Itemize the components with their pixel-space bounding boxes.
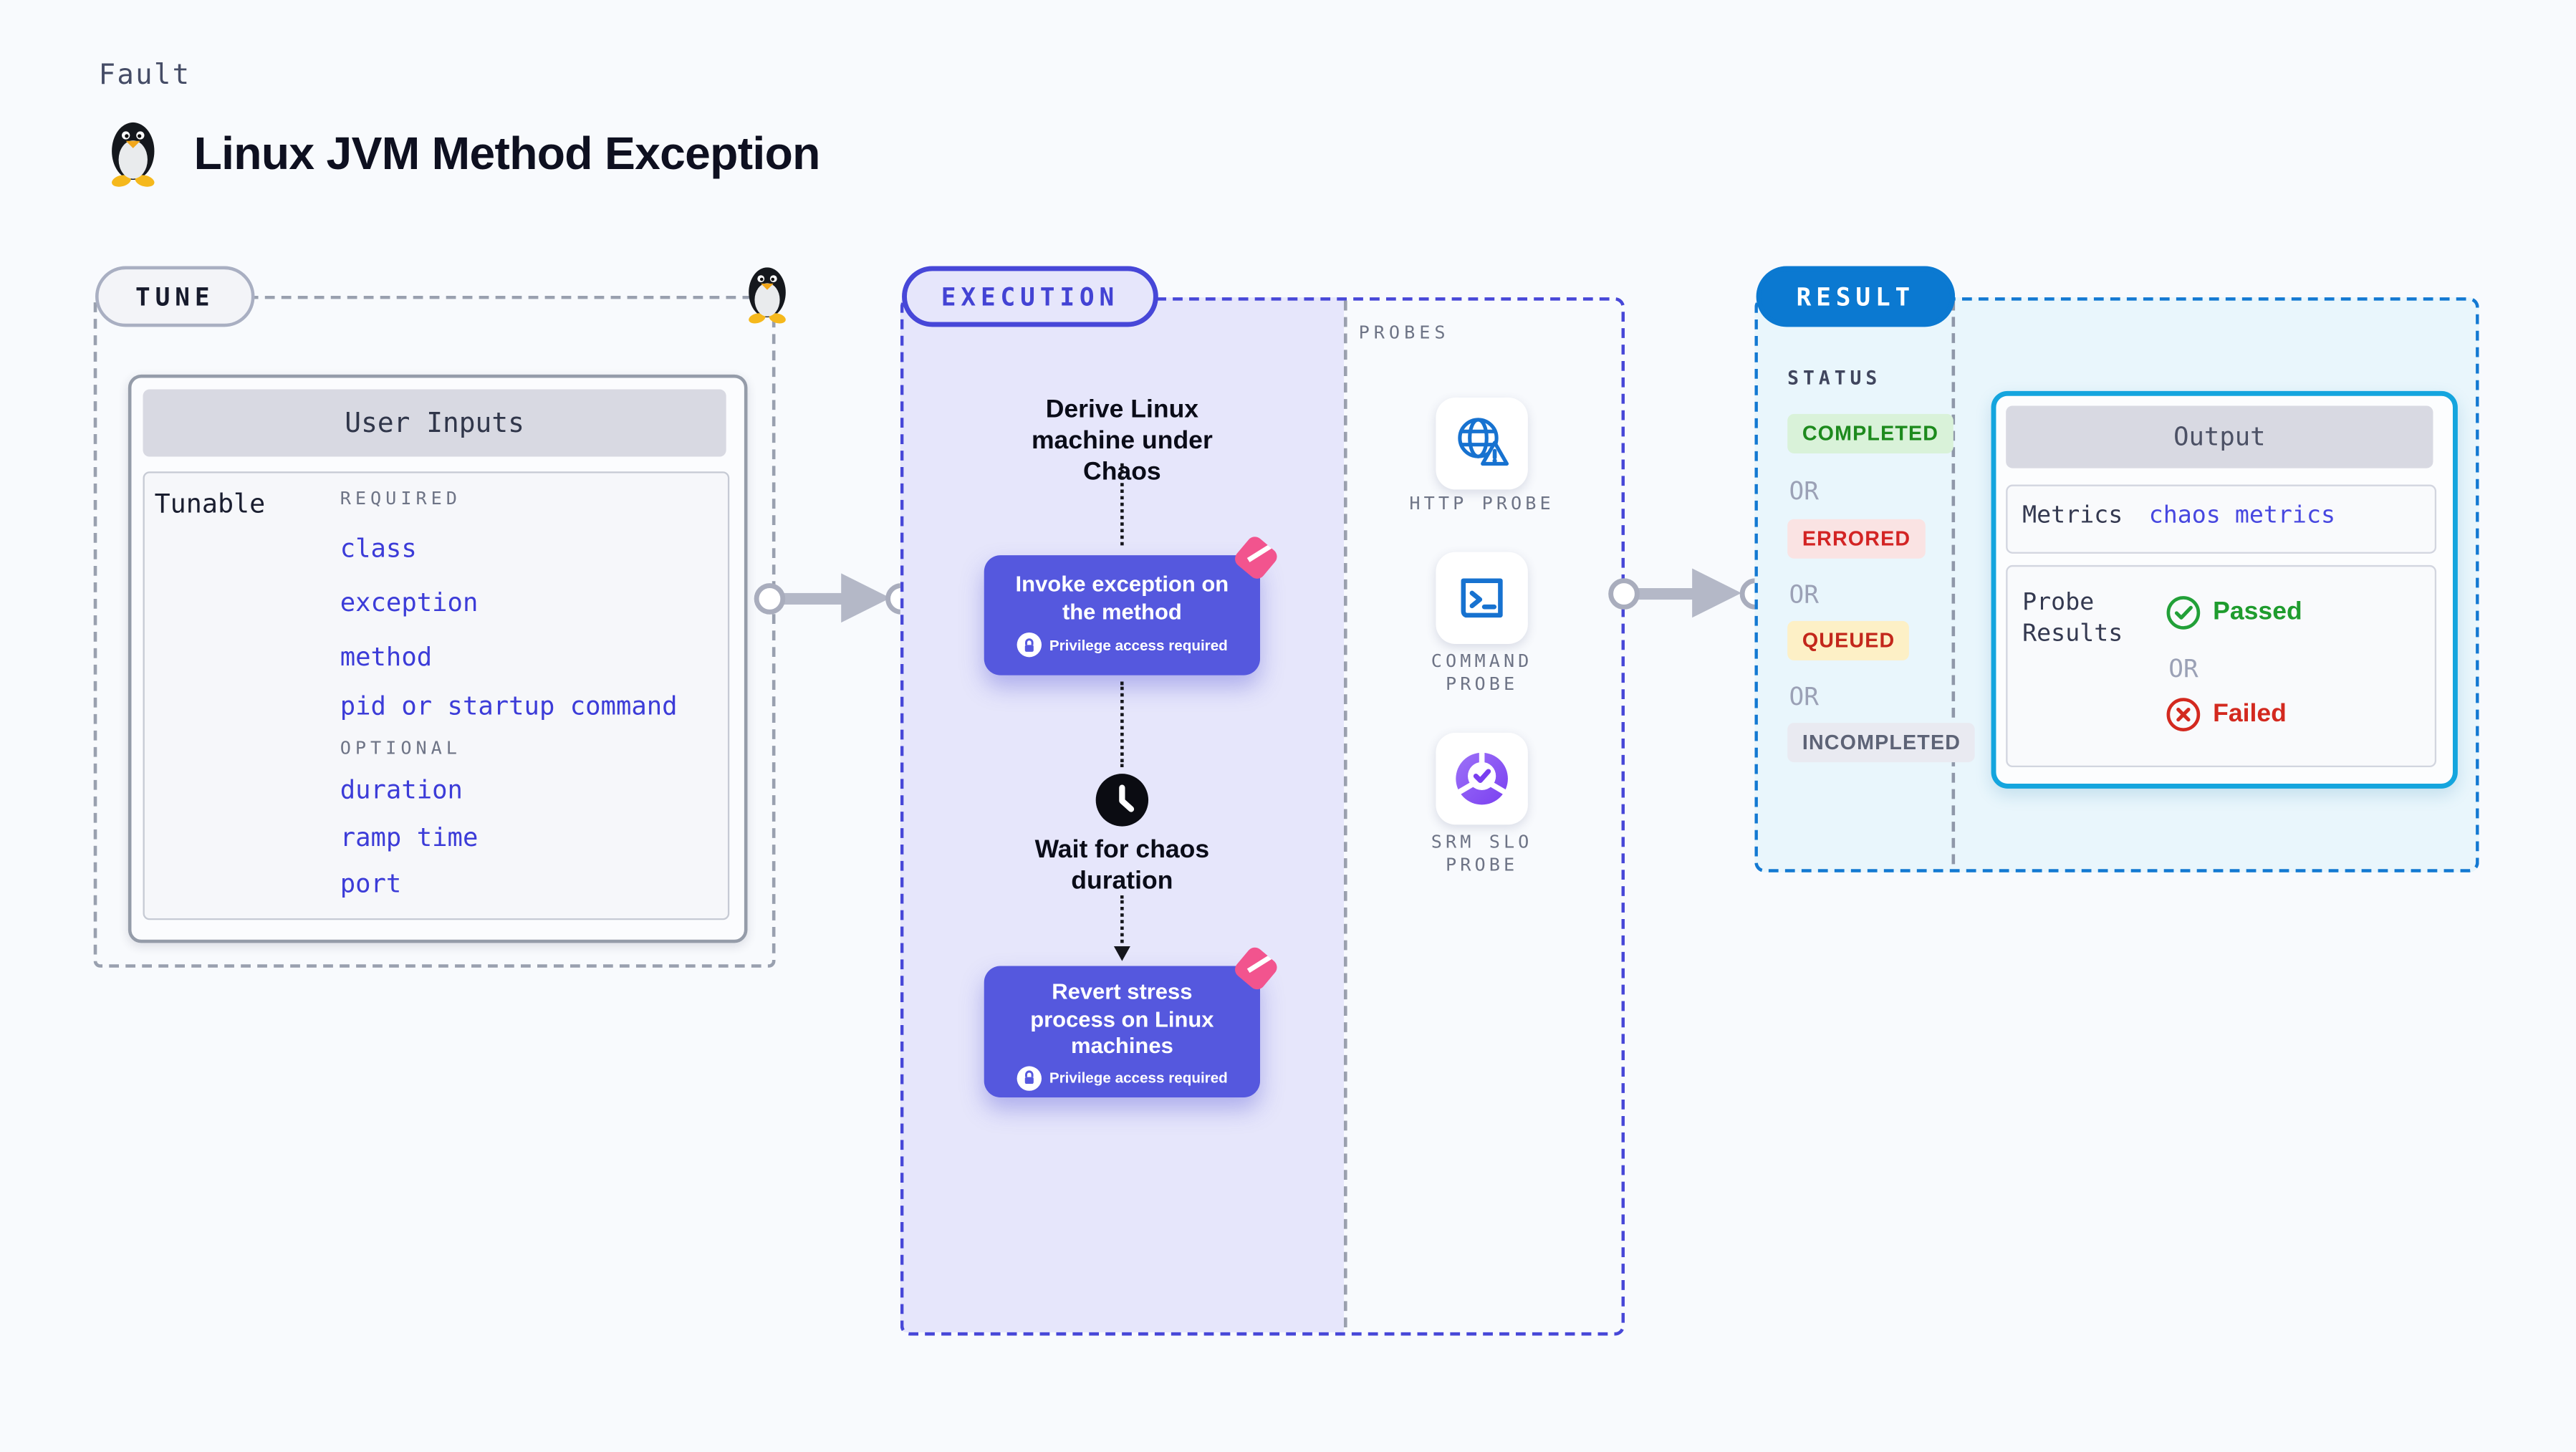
tune-connector-node [754, 583, 786, 615]
command-probe-label: COMMAND PROBE [1431, 650, 1533, 696]
or-label: OR [1789, 681, 1819, 712]
invoke-privilege-note: Privilege access required [1049, 636, 1228, 653]
slo-donut-check-icon [1456, 751, 1508, 805]
or-label: OR [1789, 476, 1819, 506]
globe-alert-icon [1458, 418, 1509, 466]
revert-privilege-note: Privilege access required [1049, 1069, 1228, 1086]
optional-label: OPTIONAL [340, 737, 461, 759]
wait-step-text: Wait for chaos duration [1034, 836, 1210, 895]
or-label: OR [1789, 580, 1819, 610]
invoke-exception-step[interactable]: Invoke exception on the method Privilege… [984, 533, 1281, 675]
revert-stress-step[interactable]: Revert stress process on Linux machines … [984, 944, 1281, 1097]
connector-arrowhead [1113, 946, 1130, 961]
passed-label: Passed [2213, 597, 2302, 626]
status-label: STATUS [1787, 366, 1882, 390]
user-inputs-header: User Inputs [143, 389, 726, 457]
invoke-exception-title: Invoke exception on the method [1015, 572, 1229, 624]
connector-invoke-wait [1120, 681, 1124, 768]
tune-badge: TUNE [95, 266, 255, 327]
tunables-panel [143, 471, 730, 920]
connector-wait-revert [1120, 895, 1124, 950]
revert-stress-title: Revert stress process on Linux machines [1030, 979, 1214, 1058]
tune-badge-label: TUNE [135, 282, 215, 312]
x-circle-icon [2166, 698, 2201, 731]
tunable-exception[interactable]: exception [340, 588, 479, 618]
srm-slo-probe-card[interactable] [1436, 732, 1528, 825]
lock-icon [1016, 632, 1042, 658]
probes-connector-node [1608, 578, 1640, 610]
required-label: REQUIRED [340, 488, 461, 509]
result-divider [1951, 300, 1956, 865]
probe-results-row [2006, 564, 2437, 768]
tunable-ramp-time[interactable]: ramp time [340, 822, 479, 853]
probes-to-result-arrowhead [1692, 568, 1741, 618]
metrics-row [2006, 484, 2437, 554]
result-badge-label: RESULT [1796, 282, 1916, 312]
status-badge-incompleted: INCOMPLETED [1787, 723, 1976, 763]
failed-label: Failed [2213, 699, 2287, 728]
execution-probes-container [900, 297, 1625, 1336]
penguin-icon [112, 122, 155, 187]
terminal-icon [1461, 578, 1503, 618]
http-probe-label: HTTP PROBE [1409, 493, 1554, 514]
tunable-method[interactable]: method [340, 642, 433, 672]
status-badge-queued: QUEUED [1787, 620, 1911, 660]
probe-results-label: Probe Results [2022, 590, 2123, 648]
connector-derive-invoke [1120, 463, 1124, 546]
probe-failed-item: Failed [2166, 696, 2287, 732]
http-probe-card[interactable] [1436, 397, 1528, 490]
probes-label: PROBES [1358, 322, 1450, 344]
check-circle-icon [2166, 596, 2201, 630]
tunable-class[interactable]: class [340, 534, 417, 564]
clock-icon [1095, 774, 1149, 827]
execution-probes-divider [1343, 300, 1347, 1328]
derive-step-text: Derive Linux machine under Chaos [1031, 395, 1213, 486]
status-badge-errored: ERRORED [1787, 519, 1926, 559]
command-probe-card[interactable] [1436, 552, 1528, 645]
tune-to-execution-arrow [775, 592, 848, 605]
fault-kicker: Fault [98, 59, 191, 92]
tunable-duration[interactable]: duration [340, 775, 463, 805]
tunable-port[interactable]: port [340, 869, 402, 899]
metrics-label: Metrics [2022, 502, 2123, 529]
probes-to-result-arrow [1630, 588, 1699, 600]
status-badge-completed: COMPLETED [1787, 413, 1953, 453]
execution-badge-label: EXECUTION [941, 282, 1120, 312]
or-label: OR [2168, 653, 2198, 684]
output-title: Output [2173, 422, 2266, 452]
penguin-small-icon [749, 267, 786, 324]
probe-passed-item: Passed [2166, 595, 2302, 630]
lock-icon [1016, 1065, 1042, 1090]
tunable-row-label: Tunable [154, 488, 266, 519]
tunable-pid-or-startup-command[interactable]: pid or startup command [340, 691, 678, 721]
output-header: Output [2006, 405, 2433, 468]
result-badge: RESULT [1756, 266, 1956, 327]
tune-to-execution-arrowhead [841, 573, 891, 623]
metrics-value-link[interactable]: chaos metrics [2148, 502, 2336, 529]
tune-section [93, 295, 776, 968]
execution-badge: EXECUTION [902, 266, 1158, 327]
page-title: Linux JVM Method Exception [193, 128, 821, 179]
srm-slo-probe-label: SRM SLO PROBE [1431, 831, 1533, 876]
user-inputs-title: User Inputs [345, 407, 524, 439]
